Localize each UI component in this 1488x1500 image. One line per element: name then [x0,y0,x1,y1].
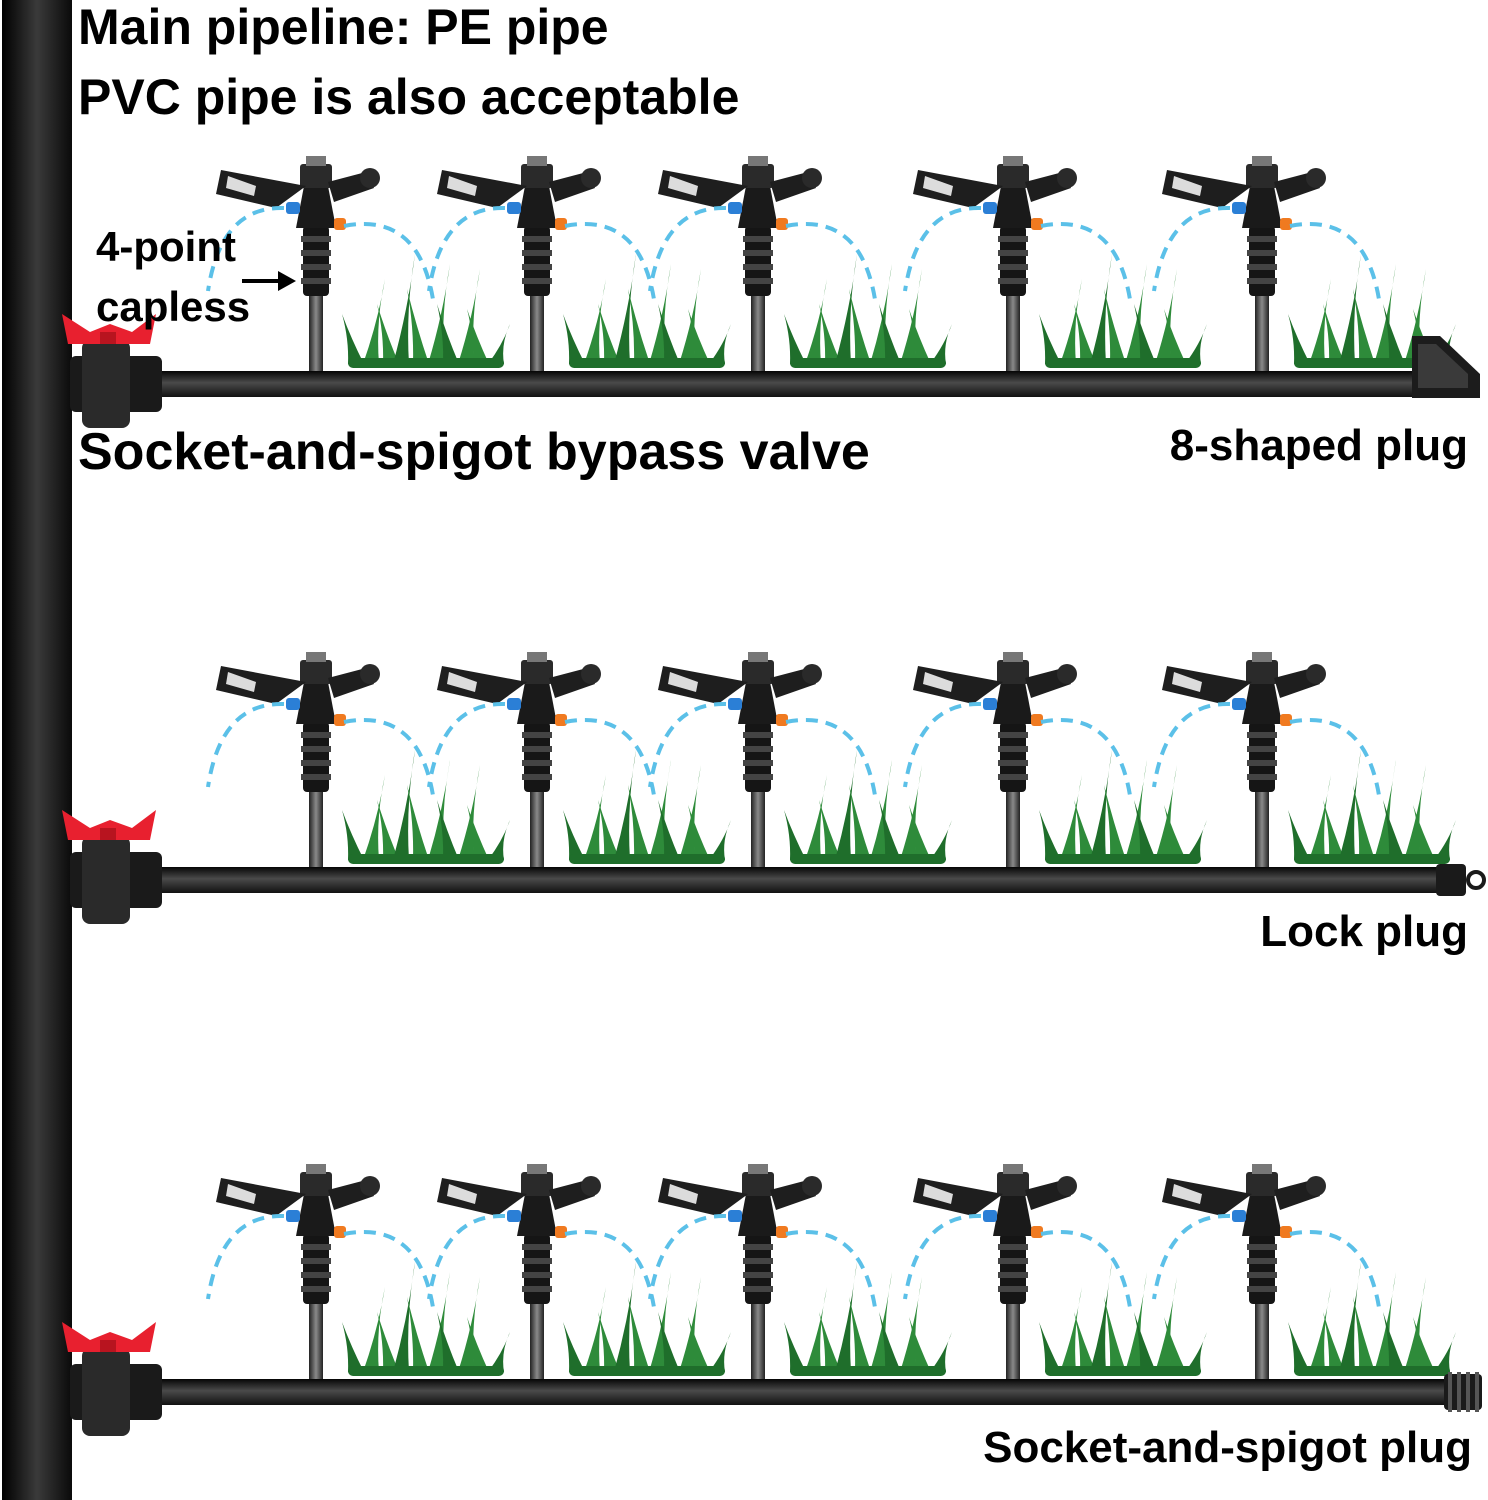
impact-sprinkler [903,156,1133,371]
callout-arrow [242,271,296,291]
grass-tuft [1039,750,1207,864]
socket-plug [1444,1372,1482,1412]
grass-tuft [784,1262,952,1376]
branch-pipe [150,867,1450,893]
grass-tuft [563,750,731,864]
grass-tuft [342,1262,510,1376]
bypass-valve [62,810,162,924]
grass-tuft [1039,254,1207,368]
eight-shaped-plug-label: 8-shaped plug [1169,421,1468,470]
grass-tuft [784,750,952,864]
socket-plug-label: Socket-and-spigot plug [983,1423,1472,1472]
branch-row [62,1164,1482,1436]
impact-sprinkler [206,652,436,867]
impact-sprinkler [206,1164,436,1379]
capless-callout-line1: 4-point [96,223,236,270]
impact-sprinkler [903,1164,1133,1379]
branch-pipe [150,371,1450,397]
bypass-valve-label: Socket-and-spigot bypass valve [78,423,870,481]
branch-row [62,652,1486,924]
bypass-valve [62,1322,162,1436]
impact-sprinkler [648,156,878,371]
impact-sprinkler [427,652,657,867]
pipe-alternative-note: PVC pipe is also acceptable [78,69,740,125]
impact-sprinkler [1152,1164,1382,1379]
impact-sprinkler [648,652,878,867]
lock-plug-label: Lock plug [1260,907,1468,956]
main-pipeline-title: Main pipeline: PE pipe [78,0,609,55]
impact-sprinkler [1152,156,1382,371]
main-pipeline [2,0,72,1500]
impact-sprinkler [1152,652,1382,867]
lock-plug [1436,864,1486,896]
grass-tuft [1288,1262,1456,1376]
grass-tuft [342,750,510,864]
grass-tuft [1039,1262,1207,1376]
impact-sprinkler [903,652,1133,867]
branch-row [62,156,1480,428]
grass-tuft [784,254,952,368]
impact-sprinkler [427,1164,657,1379]
grass-tuft [563,254,731,368]
grass-tuft [563,1262,731,1376]
8-shaped-plug [1412,336,1480,398]
bypass-valve [62,314,162,428]
branch-pipe [150,1379,1450,1405]
impact-sprinkler [427,156,657,371]
grass-tuft [1288,750,1456,864]
impact-sprinkler [206,156,436,371]
grass-tuft [342,254,510,368]
branch-rows [62,156,1486,1436]
impact-sprinkler [648,1164,878,1379]
capless-callout-line2: capless [96,283,251,330]
